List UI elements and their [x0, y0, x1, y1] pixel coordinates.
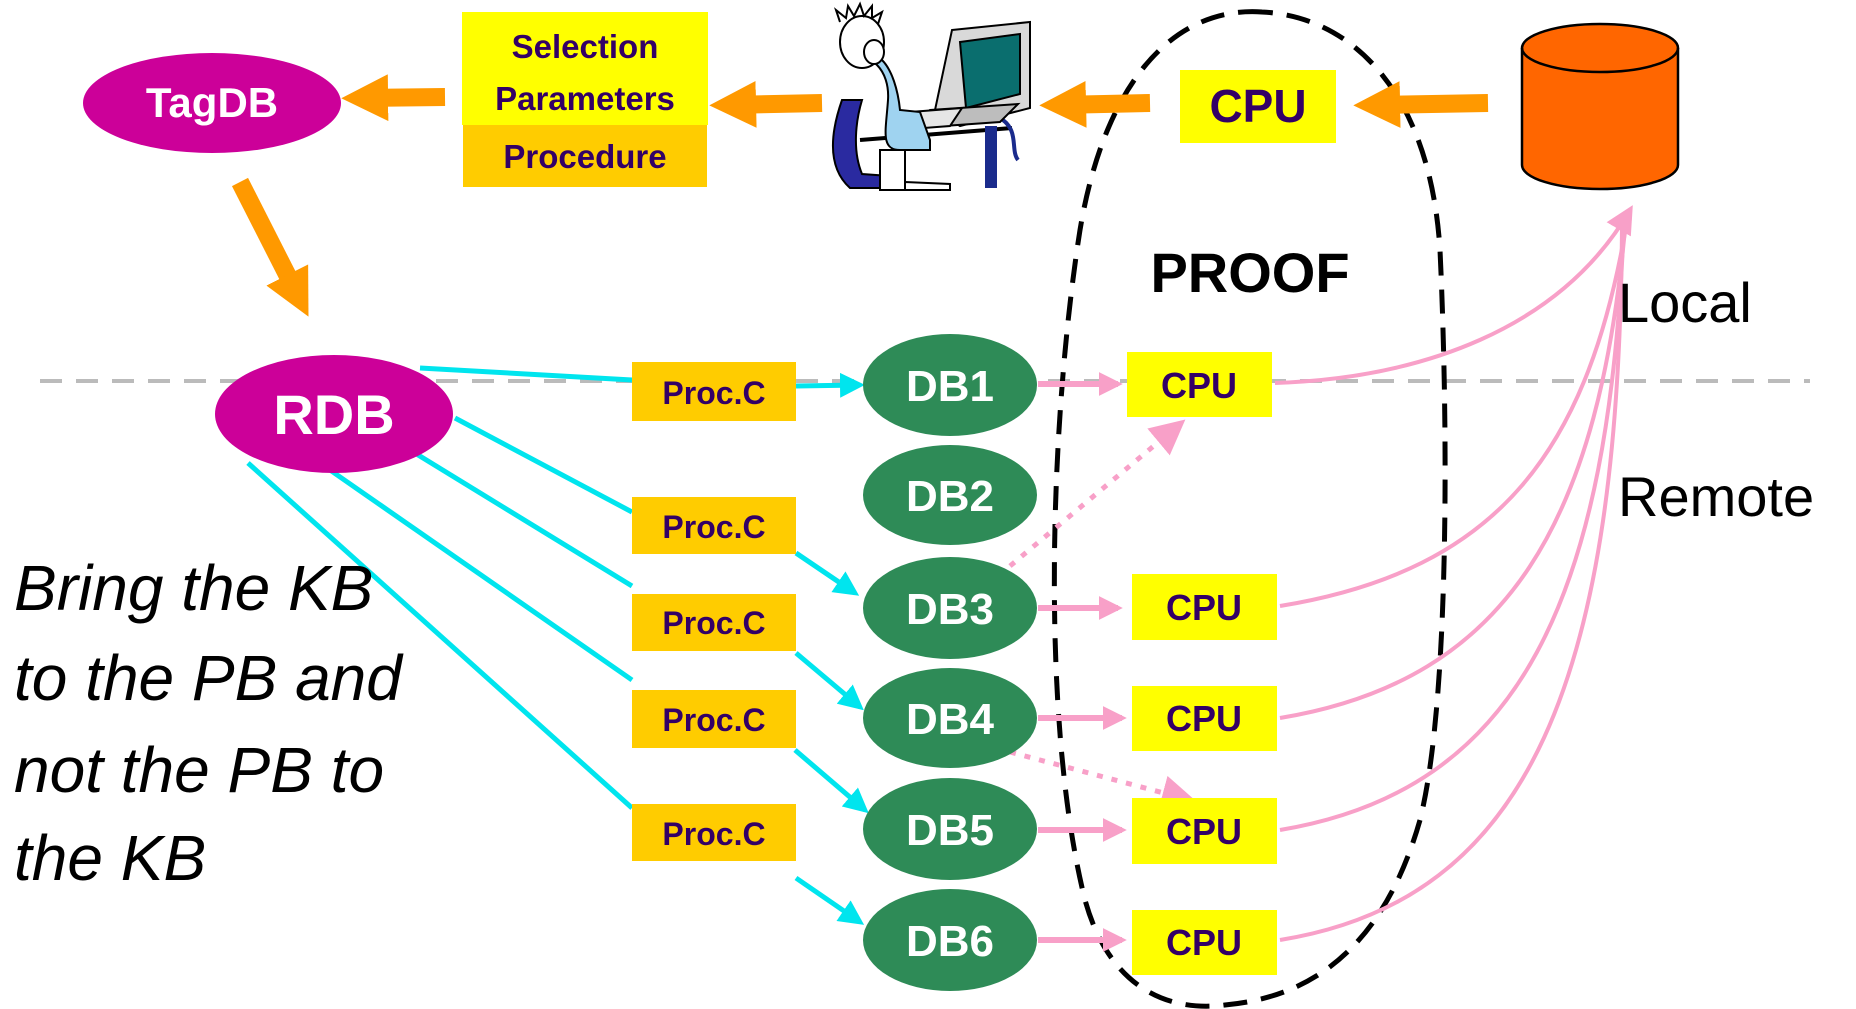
proc-label-4: Proc.C	[662, 702, 765, 738]
db-label-2: DB2	[906, 472, 994, 521]
db-nodes: DB1 DB2 DB3 DB4 DB5 DB6	[863, 334, 1037, 991]
proc-label-3: Proc.C	[662, 605, 765, 641]
cpu3-to-storage-curve	[1279, 217, 1628, 720]
dotted-cpu-links	[1008, 419, 1197, 810]
rdb-to-proc1-line	[419, 365, 633, 383]
db-cpu-links	[1038, 372, 1127, 952]
rdb-ellipse	[215, 355, 453, 473]
proc4-to-db5-arrow	[793, 748, 869, 814]
db-label-6: DB6	[906, 917, 994, 966]
db3-to-cpu1-dotted-arrow	[1008, 419, 1186, 568]
arrow-cpu-to-user	[1039, 80, 1151, 128]
storage-cylinder-icon	[1520, 22, 1680, 191]
cpu-storage-curves	[1274, 205, 1633, 942]
cpu-top-node: CPU	[1180, 70, 1336, 143]
db4-to-cpu5-dotted-arrow	[1009, 749, 1197, 810]
selection-label: Selection	[512, 28, 659, 65]
proof-label: PROOF	[1150, 241, 1349, 304]
rdb-to-proc3-line	[408, 447, 634, 589]
tagdb-node: TagDB	[83, 53, 341, 153]
db-label-1: DB1	[906, 362, 994, 411]
cpu-label-3: CPU	[1166, 698, 1242, 739]
db-label-4: DB4	[906, 695, 995, 744]
tagdb-ellipse	[83, 53, 341, 153]
selection-procedure-box: Selection Parameters Procedure	[462, 12, 708, 187]
proc-label-5: Proc.C	[662, 816, 765, 852]
cpu5-to-storage-curve	[1279, 221, 1624, 942]
cpu-label-5: CPU	[1166, 922, 1242, 963]
note-line-2: to the PB and	[14, 642, 404, 714]
proof-boundary	[1051, 9, 1448, 1009]
cpu-label-1: CPU	[1161, 365, 1237, 406]
selection-parameters-box	[462, 12, 708, 125]
cpu2-to-storage-curve	[1279, 214, 1630, 608]
proc-boxes: Proc.C Proc.C Proc.C Proc.C Proc.C	[632, 362, 796, 861]
proc2-to-db3-arrow	[794, 550, 860, 596]
db-label-3: DB3	[906, 585, 994, 634]
arrow-user-to-selection	[709, 81, 823, 128]
rdb-to-proc5-line	[246, 461, 634, 810]
tagdb-label: TagDB	[146, 79, 278, 126]
remote-label: Remote	[1618, 465, 1814, 528]
db-label-5: DB5	[906, 806, 994, 855]
cpu4-to-storage-curve	[1279, 219, 1626, 832]
proc-label-2: Proc.C	[662, 509, 765, 545]
cyan-links	[246, 365, 869, 925]
rdb-label: RDB	[273, 383, 394, 446]
cpu-top-label: CPU	[1209, 80, 1306, 132]
cpu1-to-storage-curve	[1274, 205, 1633, 385]
user-at-computer-icon	[832, 1, 1031, 191]
proc5-to-db6-arrow	[794, 875, 865, 925]
note-line-4: the KB	[14, 822, 206, 894]
cpu-top-box	[1180, 70, 1336, 143]
parameters-label: Parameters	[495, 80, 675, 117]
proc3-to-db4-arrow	[794, 651, 864, 711]
proc-label-1: Proc.C	[662, 375, 765, 411]
proc1-to-db1-arrow	[795, 372, 865, 398]
note-line-1: Bring the KB	[14, 552, 373, 624]
rdb-to-proc2-line	[453, 415, 634, 515]
note-line-3: not the PB to	[14, 734, 384, 806]
cpu-label-2: CPU	[1166, 587, 1242, 628]
cpu-label-4: CPU	[1166, 811, 1242, 852]
procedure-box	[463, 125, 707, 187]
remote-cpu-boxes: CPU CPU CPU CPU CPU	[1127, 352, 1277, 975]
orange-flow-arrows	[231, 74, 1489, 317]
local-label: Local	[1618, 271, 1752, 334]
arrow-selection-to-tagdb	[341, 74, 446, 122]
arrow-storage-to-cpu	[1353, 81, 1489, 128]
procedure-label: Procedure	[503, 138, 666, 175]
arrow-tagdb-to-rdb	[231, 177, 309, 317]
rdb-node: RDB	[215, 355, 453, 473]
kb-pb-note: Bring the KB to the PB and not the PB to…	[14, 552, 404, 894]
rdb-to-proc4-line	[328, 467, 634, 683]
